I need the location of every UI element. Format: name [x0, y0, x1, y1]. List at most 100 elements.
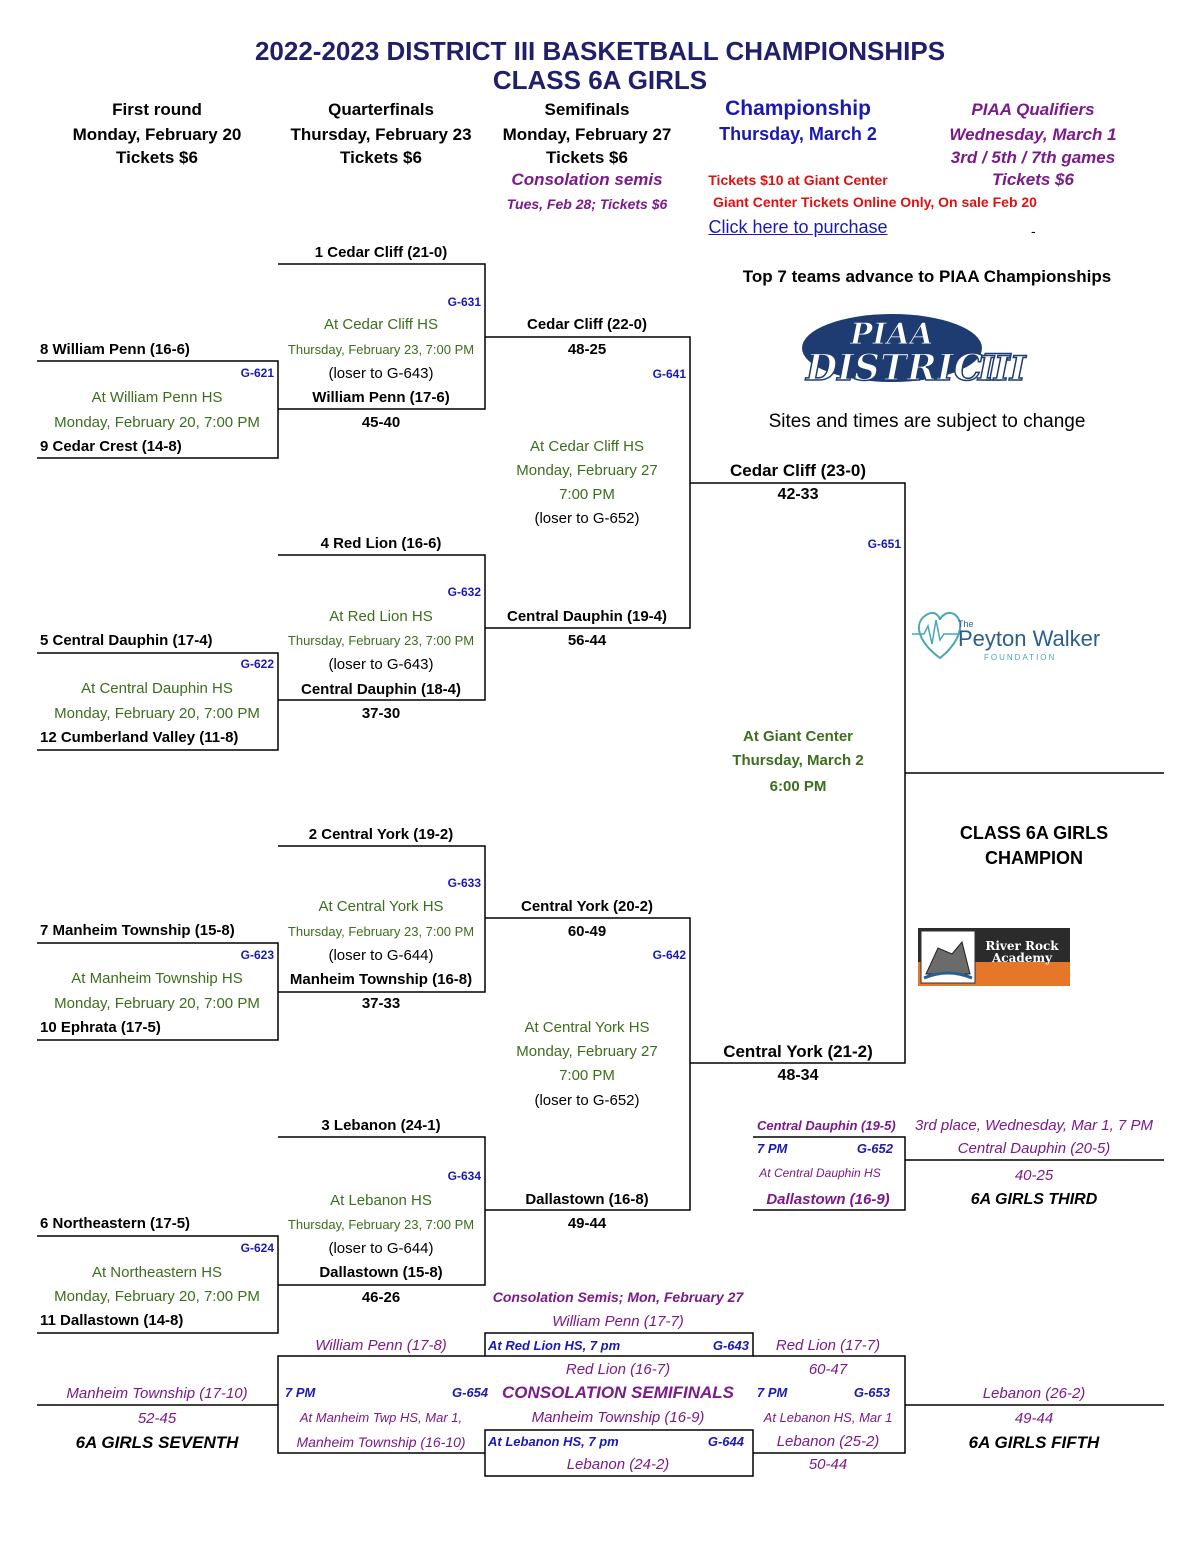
svg-text:DISTRICT: DISTRICT [805, 347, 1011, 389]
fifth-label: 6A GIRLS FIFTH [968, 1433, 1100, 1452]
team-manheim-township: 7 Manheim Township (15-8) [40, 922, 235, 939]
team-central-york-seed: 2 Central York (19-2) [308, 826, 454, 843]
loser-note-g631: (loser to G-643) [328, 365, 434, 382]
site-g634: At Lebanon HS [330, 1192, 432, 1209]
header-quarterfinals-tickets: Tickets $6 [340, 148, 422, 167]
team-cumberland-valley: 12 Cumberland Valley (11-8) [40, 729, 239, 746]
svg-text:PIAA: PIAA [849, 317, 933, 352]
site-g623: At Manheim Township HS [71, 970, 243, 987]
game-code-g623: G-623 [240, 948, 274, 962]
time-g653: 7 PM [757, 1385, 788, 1400]
purchase-link[interactable]: Click here to purchase [708, 217, 888, 237]
score-g633: 60-49 [567, 923, 607, 940]
site-g654: At Manheim Twp HS, Mar 1, [299, 1410, 463, 1425]
bracket-g644 [484, 1429, 754, 1477]
score-g624: 46-26 [361, 1289, 401, 1306]
site-g643: At Red Lion HS, 7 pm [488, 1338, 621, 1353]
score-g631: 48-25 [567, 341, 607, 358]
loser-note-g633: (loser to G-644) [328, 947, 434, 964]
team-red-lion-seed: 4 Red Lion (16-6) [320, 535, 442, 552]
game-code-g654: G-654 [452, 1385, 489, 1400]
site-g652: At Central Dauphin HS [759, 1166, 881, 1180]
team-northeastern: 6 Northeastern (17-5) [40, 1215, 191, 1232]
third-place-label: 6A GIRLS THIRD [970, 1191, 1098, 1208]
g643-team-bottom: Red Lion (16-7) [565, 1361, 671, 1378]
header-championship-online: Giant Center Tickets Online Only, On sal… [713, 194, 1037, 210]
site-g633: At Central York HS [318, 898, 444, 915]
third-place-header: 3rd place, Wednesday, Mar 1, 7 PM [915, 1117, 1153, 1134]
loser-note-g641: (loser to G-652) [534, 510, 640, 527]
bracket-g634 [278, 1136, 486, 1286]
champion-label: CLASS 6A GIRLS [959, 823, 1109, 843]
game-code-g622: G-622 [240, 657, 274, 671]
river-rock-academy-logo: River Rock Academy [918, 928, 1070, 986]
third-team-top: Central Dauphin (19-5) [757, 1118, 896, 1133]
game-code-g654-clip: G-654 [452, 1386, 488, 1402]
team-william-penn: 8 William Penn (16-6) [40, 341, 190, 358]
header-quarterfinals-date: Thursday, February 23 [290, 125, 472, 144]
game-code-g624: G-624 [240, 1241, 274, 1255]
site-g641: At Cedar Cliff HS [530, 438, 644, 455]
third-place-winner: Central Dauphin (20-5) [957, 1140, 1111, 1157]
time-g641: 7:00 PM [559, 486, 615, 503]
sites-note: Sites and times are subject to change [768, 411, 1086, 432]
winner-g642: Central York (21-2) [723, 1042, 873, 1061]
g644-score: 50-44 [808, 1456, 848, 1473]
header-consolation-semis: Consolation semis [511, 170, 663, 189]
loser-note-g634: (loser to G-644) [328, 1240, 434, 1257]
svg-text:FOUNDATION: FOUNDATION [984, 653, 1056, 662]
score-g641: 42-33 [777, 486, 819, 503]
winner-g641: Cedar Cliff (23-0) [729, 461, 867, 480]
time-g651: 6:00 PM [769, 778, 827, 795]
loser-note-g642: (loser to G-652) [534, 1092, 640, 1109]
svg-text:The: The [958, 619, 974, 629]
winner-g622: Central Dauphin (18-4) [300, 681, 462, 698]
g653-team-bottom: Lebanon (25-2) [776, 1433, 880, 1450]
piaa-district-logo: PIAA DISTRICT III [800, 308, 1040, 390]
team-ephrata: 10 Ephrata (17-5) [40, 1019, 161, 1036]
header-quarterfinals: Quarterfinals [328, 100, 434, 119]
winner-g621: William Penn (17-6) [312, 389, 450, 406]
fifth-score: 49-44 [1014, 1410, 1054, 1427]
game-code-g651: G-651 [867, 537, 901, 551]
header-piaa-date: Wednesday, March 1 [949, 125, 1117, 144]
consolation-header: Consolation Semis; Mon, February 27 [492, 1289, 744, 1305]
page-title: 2022-2023 DISTRICT III BASKETBALL CHAMPI… [254, 36, 946, 66]
bracket-g632 [278, 554, 486, 701]
g643-score: 60-47 [808, 1361, 848, 1378]
g644-team-bottom: Lebanon (24-2) [566, 1456, 670, 1473]
bracket-g631 [278, 263, 486, 410]
time-g622: Monday, February 20, 7:00 PM [54, 705, 260, 722]
page-subtitle: CLASS 6A GIRLS [492, 65, 708, 95]
game-code-g633: G-633 [447, 876, 481, 890]
winner-g624: Dallastown (15-8) [319, 1264, 443, 1281]
site-g632: At Red Lion HS [329, 608, 433, 625]
team-cedar-crest: 9 Cedar Crest (14-8) [40, 438, 182, 455]
header-championship-tickets: Tickets $10 at Giant Center [708, 172, 888, 188]
score-g642: 48-34 [777, 1067, 819, 1084]
score-g632: 56-44 [567, 632, 607, 649]
bracket-g622 [37, 652, 279, 751]
g654-team-top: William Penn (17-8) [315, 1337, 447, 1354]
svg-text:Academy: Academy [991, 951, 1053, 965]
time-g652: 7 PM [757, 1141, 788, 1156]
team-lebanon-seed: 3 Lebanon (24-1) [321, 1117, 441, 1134]
score-g634: 49-44 [567, 1215, 607, 1232]
svg-text:III: III [977, 349, 1027, 389]
game-code-g632: G-632 [447, 585, 481, 599]
header-dash: - [1031, 223, 1036, 239]
header-piaa: PIAA Qualifiers [971, 100, 1095, 119]
time-g634: Thursday, February 23, 7:00 PM [287, 1217, 475, 1232]
date-g642: Monday, February 27 [516, 1043, 658, 1060]
advance-note: Top 7 teams advance to PIAA Championship… [742, 267, 1112, 286]
game-code-g644: G-644 [707, 1434, 744, 1449]
bracket-g651 [690, 482, 906, 1064]
site-g644: At Lebanon HS, 7 pm [488, 1434, 619, 1449]
site-g631: At Cedar Cliff HS [324, 316, 438, 333]
site-g651: At Giant Center [742, 728, 854, 745]
site-g653: At Lebanon HS, Mar 1 [763, 1410, 893, 1425]
g654-team-bottom: Manheim Township (16-10) [296, 1434, 466, 1450]
header-championship: Championship [725, 97, 871, 120]
game-code-g642: G-642 [652, 948, 686, 962]
